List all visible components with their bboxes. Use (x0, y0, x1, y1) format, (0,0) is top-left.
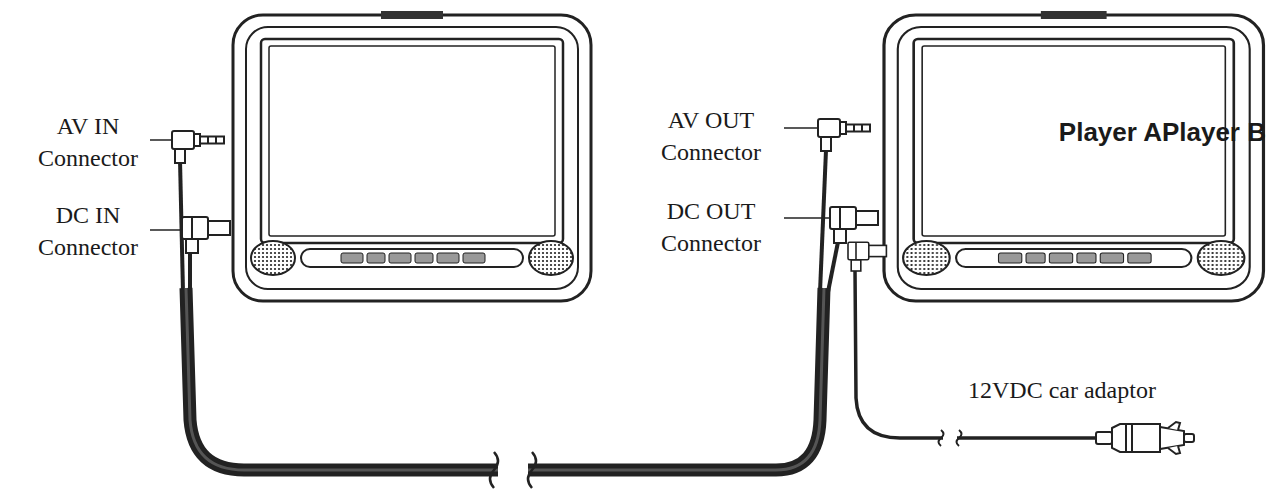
car-adaptor (1096, 422, 1194, 454)
av-out-plug (818, 119, 870, 151)
dc-cable (188, 252, 192, 292)
adaptor-label: 12VDC car adaptor (968, 374, 1156, 406)
connector-label: DC IN Connector (8, 199, 168, 263)
player-label: Player APlayer B (1059, 116, 1266, 148)
av-in-plug (172, 131, 224, 163)
power-cable (855, 270, 1098, 438)
player-a (233, 11, 591, 301)
player-b (884, 11, 1263, 301)
dc-out-plug (830, 207, 878, 243)
break-mark (939, 430, 962, 446)
cable-break (943, 430, 957, 446)
av-cable (820, 150, 826, 292)
dc-cable (828, 242, 838, 292)
cable-break (498, 452, 528, 488)
dc-power-plug (848, 242, 886, 271)
dc-in-plug (182, 217, 230, 253)
connector-label: AV OUT Connector (636, 104, 786, 168)
connector-label: DC OUT Connector (636, 195, 786, 259)
cable-shine (186, 288, 824, 470)
break-mark (490, 452, 536, 488)
av-dc-cable (186, 288, 824, 470)
connector-label: AV IN Connector (8, 110, 168, 174)
